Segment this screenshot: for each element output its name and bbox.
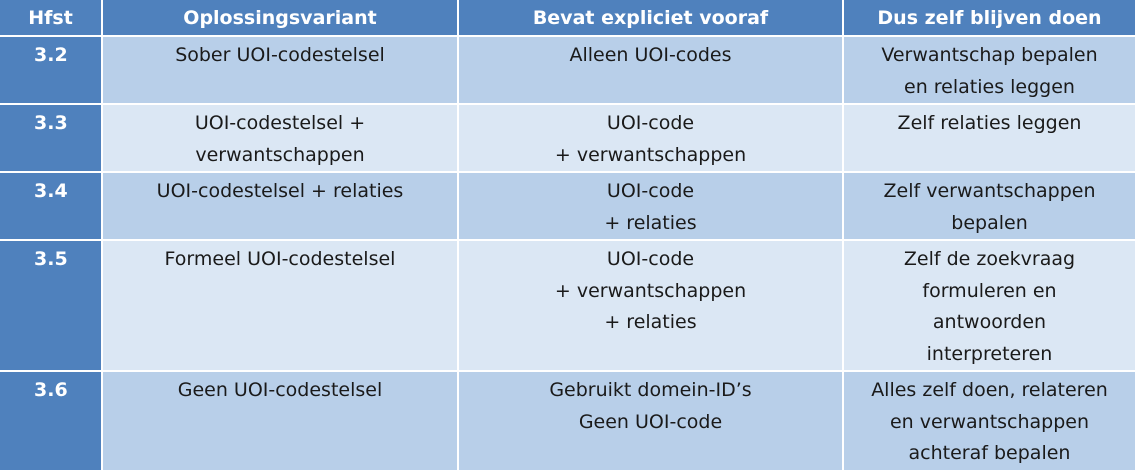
variant-line: Sober UOI-codestelsel (175, 44, 385, 66)
zelf-line: bepalen (951, 211, 1028, 234)
header-hfst: Hfst (0, 0, 103, 37)
table-row: 3.2 Sober UOI-codestelsel Alleen UOI-cod… (0, 36, 1135, 105)
header-bevat-expliciet-vooraf: Bevat expliciet vooraf (458, 0, 844, 37)
table-row: 3.4 UOI-codestelsel + relaties UOI-code … (0, 172, 1135, 241)
zelf-line: formuleren en (922, 279, 1057, 302)
row-vooraf: UOI-code + relaties (458, 172, 844, 241)
zelf-line: Zelf relaties leggen (897, 112, 1082, 134)
row-vooraf: UOI-code + verwantschappen (458, 104, 844, 173)
vooraf-line: + relaties (604, 211, 697, 234)
row-variant: UOI-codestelsel + verwantschappen (102, 104, 459, 173)
vooraf-line: Geen UOI-code (578, 410, 723, 433)
zelf-line: en relaties leggen (904, 75, 1075, 98)
row-chapter: 3.2 (0, 36, 103, 105)
row-chapter: 3.5 (0, 240, 103, 372)
row-zelf: Zelf verwantschappen bepalen (843, 172, 1135, 241)
row-chapter: 3.3 (0, 104, 103, 173)
vooraf-line: + verwantschappen (554, 279, 747, 302)
table-row: 3.6 Geen UOI-codestelsel Gebruikt domein… (0, 371, 1135, 472)
table-header: Hfst Oplossingsvariant Bevat expliciet v… (0, 0, 1135, 37)
variant-line: UOI-codestelsel + (194, 112, 366, 134)
zelf-line: Alles zelf doen, relateren (871, 379, 1108, 401)
table-row: 3.3 UOI-codestelsel + verwantschappen UO… (0, 104, 1135, 173)
row-zelf: Verwantschap bepalen en relaties leggen (843, 36, 1135, 105)
row-variant: Formeel UOI-codestelsel (102, 240, 459, 372)
zelf-line: antwoorden (932, 311, 1047, 333)
row-variant: Sober UOI-codestelsel (102, 36, 459, 105)
vooraf-line: UOI-code (606, 180, 695, 202)
row-zelf: Zelf de zoekvraag formuleren en antwoord… (843, 240, 1135, 372)
zelf-line: Verwantschap bepalen (881, 44, 1098, 66)
row-variant: Geen UOI-codestelsel (102, 371, 459, 472)
row-vooraf: Alleen UOI-codes (458, 36, 844, 105)
vooraf-line: + relaties (604, 311, 697, 333)
row-variant: UOI-codestelsel + relaties (102, 172, 459, 241)
vooraf-line: + verwantschappen (554, 143, 747, 166)
zelf-line: en verwantschappen (889, 410, 1090, 433)
row-chapter: 3.6 (0, 371, 103, 472)
header-dus-zelf-blijven-doen: Dus zelf blijven doen (843, 0, 1135, 37)
zelf-line: Zelf de zoekvraag (903, 248, 1076, 270)
table-body: 3.2 Sober UOI-codestelsel Alleen UOI-cod… (0, 36, 1135, 472)
zelf-line: interpreteren (926, 342, 1053, 365)
row-vooraf: Gebruikt domein-ID’s Geen UOI-code (458, 371, 844, 472)
table-row: 3.5 Formeel UOI-codestelsel UOI-code + v… (0, 240, 1135, 372)
zelf-line: Zelf verwantschappen (883, 180, 1096, 202)
vooraf-line: Gebruikt domein-ID’s (549, 379, 752, 401)
variant-line: Formeel UOI-codestelsel (164, 248, 396, 270)
header-oplossingsvariant: Oplossingsvariant (102, 0, 459, 37)
row-zelf: Zelf relaties leggen (843, 104, 1135, 173)
vooraf-line: UOI-code (606, 248, 695, 270)
variant-line: verwantschappen (195, 143, 365, 166)
zelf-line: achteraf bepalen (908, 442, 1071, 464)
vooraf-line: UOI-code (606, 112, 695, 134)
vooraf-line: Alleen UOI-codes (569, 44, 732, 66)
row-chapter: 3.4 (0, 172, 103, 241)
variant-line: UOI-codestelsel + relaties (156, 180, 404, 202)
row-vooraf: UOI-code + verwantschappen + relaties (458, 240, 844, 372)
variant-line: Geen UOI-codestelsel (177, 379, 383, 401)
header-row: Hfst Oplossingsvariant Bevat expliciet v… (0, 0, 1135, 37)
